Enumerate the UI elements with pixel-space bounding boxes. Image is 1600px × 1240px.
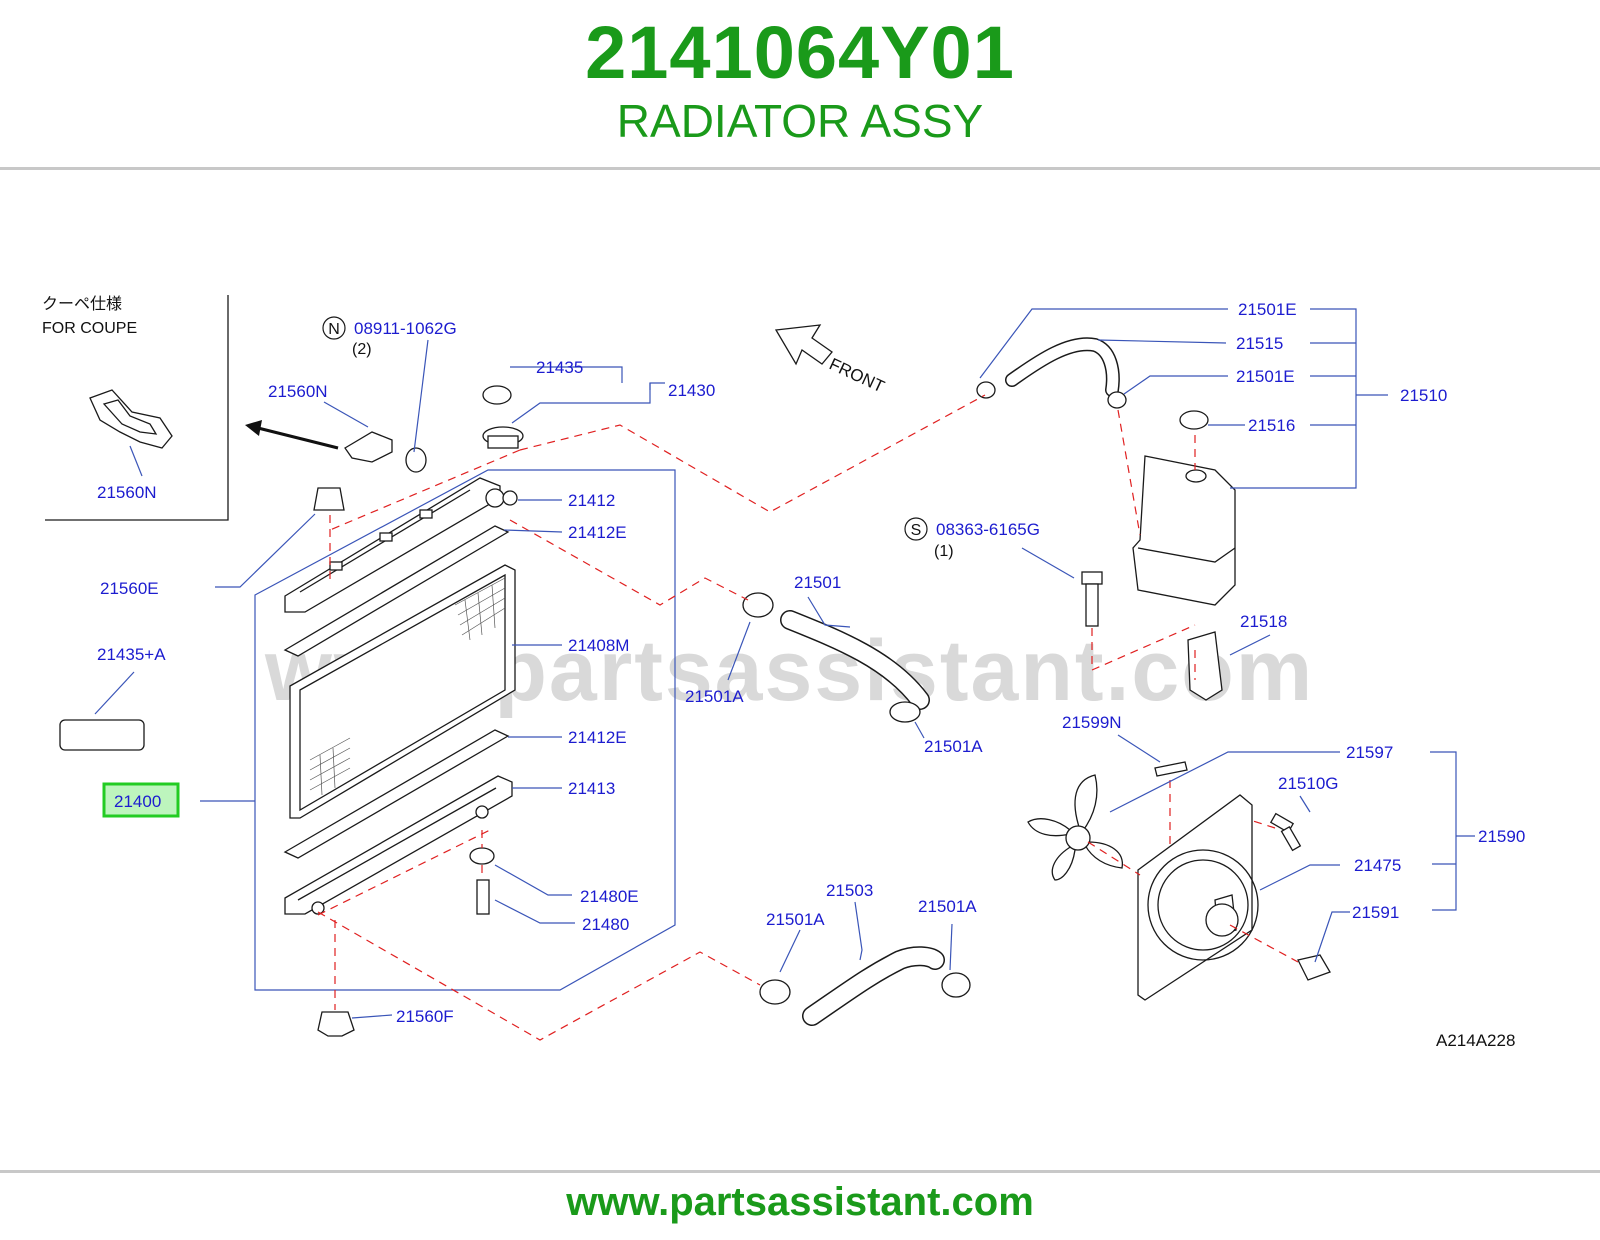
diagram-code: A214A228	[1436, 1031, 1515, 1050]
label-21413[interactable]: 21413	[568, 779, 615, 798]
label-21430[interactable]: 21430	[668, 381, 715, 400]
label-21560n-inset[interactable]: 21560N	[97, 483, 157, 502]
leader-lines	[94, 308, 1475, 1019]
drain-washer-icon	[469, 847, 495, 865]
footer-website-link[interactable]: www.partsassistant.com	[566, 1180, 1034, 1224]
label-21560f[interactable]: 21560F	[396, 1007, 454, 1026]
qty-08363-6165g: (1)	[934, 543, 954, 560]
bolt-08363-icon	[1081, 571, 1103, 627]
label-21501e-2[interactable]: 21501E	[1236, 367, 1295, 386]
connector-21591-icon	[1297, 954, 1331, 981]
label-21510g[interactable]: 21510G	[1278, 774, 1339, 793]
mount-rubber-lower-icon	[317, 1011, 355, 1037]
fan-shroud-icon	[1137, 794, 1259, 1001]
label-21503[interactable]: 21503	[826, 881, 873, 900]
clamp-21501a-1-icon	[742, 592, 774, 618]
label-21590[interactable]: 21590	[1478, 827, 1525, 846]
clamp-21501a-4-icon	[941, 972, 971, 998]
highlight-21400	[102, 782, 180, 818]
cooling-fan-icon	[1027, 774, 1123, 881]
reservoir-cap-icon	[1179, 410, 1209, 430]
label-21475[interactable]: 21475	[1354, 856, 1401, 875]
upper-tank	[284, 477, 518, 613]
label-21480e[interactable]: 21480E	[580, 887, 639, 906]
label-21480[interactable]: 21480	[582, 915, 629, 934]
label-21599n[interactable]: 21599N	[1062, 713, 1122, 732]
screw-21510g-icon	[1269, 812, 1302, 852]
label-08911-1062g[interactable]: 08911-1062G	[354, 319, 457, 338]
label-21501a-4[interactable]: 21501A	[918, 897, 977, 916]
clamp-21501e-1-icon	[976, 381, 996, 399]
label-21560n[interactable]: 21560N	[268, 382, 328, 401]
label-21501[interactable]: 21501	[794, 573, 841, 592]
header-divider	[0, 167, 1600, 170]
label-08363-6165g[interactable]: 08363-6165G	[936, 520, 1040, 539]
page-header: 2141064Y01 RADIATOR ASSY	[0, 0, 1600, 168]
front-arrow: FRONT	[774, 324, 887, 396]
footer-divider	[0, 1170, 1600, 1173]
label-21510[interactable]: 21510	[1400, 386, 1447, 405]
label-21501a-2[interactable]: 21501A	[924, 737, 983, 756]
label-21412[interactable]: 21412	[568, 491, 615, 510]
qty-08911-1062g: (2)	[352, 341, 372, 358]
inset-pointer-arrow	[245, 420, 339, 450]
callout-n-symbol: N	[322, 316, 346, 340]
drain-bolt-icon	[476, 879, 490, 915]
inset-title-en: FOR COUPE	[42, 320, 137, 337]
label-21501a-1[interactable]: 21501A	[685, 687, 744, 706]
clamp-21501e-2-icon	[1107, 391, 1127, 409]
callout-s-symbol: S	[904, 517, 928, 541]
label-21591[interactable]: 21591	[1352, 903, 1399, 922]
label-sticker-icon	[1154, 761, 1188, 777]
cap-seal-icon	[482, 385, 512, 405]
lower-tank	[284, 775, 513, 915]
label-21501a-3[interactable]: 21501A	[766, 910, 825, 929]
part-labels: 21560N 21435 21430 21412 21412E 21560E 2…	[97, 300, 1525, 1026]
label-21412e-upper[interactable]: 21412E	[568, 523, 627, 542]
clamp-21501a-3-icon	[759, 979, 791, 1005]
bracket-21560n-inset-icon	[89, 389, 173, 449]
coupe-inset: クーペ仕様 FOR COUPE 21560N	[42, 295, 229, 521]
label-21501e-1[interactable]: 21501E	[1238, 300, 1297, 319]
grommet-icon	[405, 447, 427, 473]
label-21518[interactable]: 21518	[1240, 612, 1287, 631]
mount-rubber-upper-icon	[313, 487, 345, 511]
part-name-title: RADIATOR ASSY	[616, 95, 984, 147]
label-21412e-lower[interactable]: 21412E	[568, 728, 627, 747]
inset-title-jp: クーペ仕様	[42, 295, 122, 313]
reservoir-bracket-icon	[1187, 631, 1223, 701]
reservoir-tank-icon	[1132, 455, 1236, 606]
label-21560e[interactable]: 21560E	[100, 579, 159, 598]
seal-21412e-upper	[283, 525, 510, 657]
label-21516[interactable]: 21516	[1248, 416, 1295, 435]
assembly-dash-lines	[317, 394, 1299, 1041]
part-number-title: 2141064Y01	[585, 11, 1015, 94]
radiator-cap-icon	[482, 426, 524, 449]
bracket-21560n-icon	[344, 431, 393, 463]
label-21435[interactable]: 21435	[536, 358, 583, 377]
label-21400[interactable]: 21400	[114, 792, 161, 811]
label-21597[interactable]: 21597	[1346, 743, 1393, 762]
label-21408m[interactable]: 21408M	[568, 636, 629, 655]
svg-text:N: N	[328, 321, 340, 338]
label-21515[interactable]: 21515	[1236, 334, 1283, 353]
radiator-core	[289, 564, 516, 819]
seal-21412e-lower	[283, 729, 510, 859]
front-label: FRONT	[826, 354, 887, 396]
radiator-group-outline	[254, 469, 676, 991]
label-21435a[interactable]: 21435+A	[97, 645, 166, 664]
clamp-21501a-2-icon	[889, 701, 921, 723]
svg-text:S: S	[911, 522, 922, 539]
fan-motor-icon	[1205, 903, 1239, 937]
label-plate-icon	[59, 719, 145, 751]
